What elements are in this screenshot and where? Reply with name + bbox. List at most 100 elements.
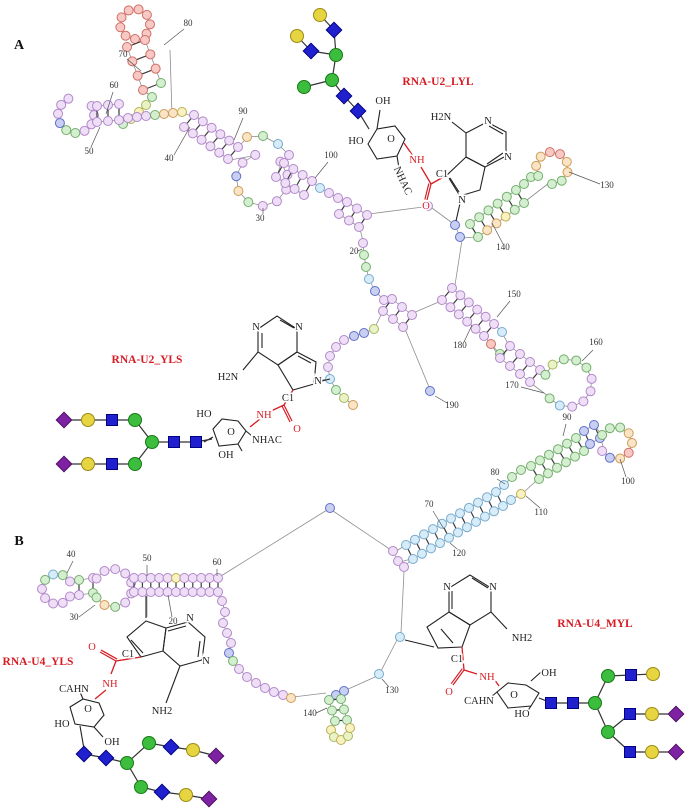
nucleotide-bead: [359, 250, 369, 260]
atom-label: C1: [451, 654, 463, 665]
connector-line: [345, 676, 376, 691]
nucleotide-bead: [498, 501, 508, 511]
residue-pointer-line: [381, 678, 390, 688]
nucleotide-bead: [479, 331, 489, 341]
nucleotide-bead: [54, 118, 65, 129]
nucleotide-bead: [597, 446, 608, 456]
double-bond: [450, 668, 463, 685]
nucleotide-bead: [53, 108, 64, 119]
connector-line: [380, 639, 398, 672]
nucleotide-bead: [141, 9, 152, 20]
nucleotide-bead: [425, 386, 435, 396]
nucleotide-bead: [120, 30, 131, 41]
nucleotide-bead: [141, 111, 151, 121]
nucleotide-bead: [57, 597, 68, 608]
monosaccharide-square: [190, 436, 202, 448]
nucleotide-bead: [40, 574, 51, 585]
nucleotide-bead: [273, 139, 283, 149]
glycan-U4-YLS: [75, 736, 225, 808]
nucleotide-bead: [499, 480, 509, 490]
nucleotide-bead: [543, 468, 553, 479]
ring-outline: [126, 620, 167, 658]
atom-label: HO: [514, 709, 530, 720]
atom-label: CAHN: [59, 684, 89, 695]
nucleotide-bead: [286, 693, 296, 703]
nucleotide-bead: [271, 172, 281, 182]
nucleotide-bead: [150, 110, 160, 120]
nucleotide-bead: [585, 439, 595, 449]
nucleotide-bead: [162, 573, 173, 583]
nucleotide-bead: [364, 274, 374, 284]
nucleotide-bead: [455, 232, 465, 242]
nucleotide-bead: [196, 134, 207, 145]
nucleotide-bead: [535, 455, 545, 466]
nucleotide-bead: [387, 294, 397, 304]
bond-line: [488, 125, 504, 135]
nucleotide-bead: [79, 125, 90, 136]
atom-label: CAHN: [464, 696, 494, 707]
ring-outline: [257, 315, 298, 366]
residue-number: 40: [67, 549, 77, 559]
nucleotide-bead: [114, 115, 124, 125]
monosaccharide-circle: [81, 457, 95, 471]
nucleotide-bead: [331, 342, 341, 352]
nucleotide-bead: [168, 108, 178, 118]
atom-label: N: [443, 582, 451, 593]
atom-label: N: [489, 582, 497, 593]
amide-bond-line: [420, 166, 432, 185]
nucleotide-bead: [64, 591, 75, 602]
nucleotide-bead: [507, 472, 517, 482]
bond-line: [526, 705, 532, 713]
nucleotide-bead: [398, 322, 408, 332]
monosaccharide-diamond: [75, 745, 93, 763]
nucleotide-bead: [196, 587, 207, 597]
nucleotide-bead: [231, 171, 242, 182]
monosaccharide-diamond: [335, 87, 353, 105]
ring-outline: [446, 156, 486, 197]
residue-number: 70: [425, 499, 435, 509]
monosaccharide-diamond: [302, 42, 320, 60]
atom-label: NH2: [512, 633, 532, 644]
residue-number: 180: [453, 340, 467, 350]
monosaccharide-circle: [297, 80, 311, 94]
monosaccharide-circle: [128, 457, 142, 471]
double-bond: [426, 183, 432, 201]
nucleotide-bead: [471, 516, 481, 527]
nucleotide-bead: [589, 420, 599, 430]
nucleotide-bead: [137, 573, 148, 583]
nucleotide-bead: [215, 129, 226, 140]
atom-label: OH: [375, 96, 391, 107]
bond-line: [165, 665, 181, 704]
atom-label: OH: [218, 450, 234, 461]
amide-bond-line: [110, 660, 117, 675]
monosaccharide-circle: [646, 667, 660, 681]
nucleotide-bead: [525, 357, 535, 367]
monosaccharide-square: [545, 697, 557, 709]
amide-bond-line: [461, 646, 465, 671]
bond-line: [490, 611, 508, 630]
nucleotide-bead: [222, 628, 232, 638]
rna-structure-B: [37, 420, 637, 745]
nucleotide-bead: [359, 328, 369, 338]
nucleotide-bead: [553, 444, 563, 455]
bond-line: [486, 152, 504, 165]
monosaccharide-circle: [179, 788, 193, 802]
amide-bond-line: [115, 656, 142, 662]
nucleotide-bead: [463, 297, 474, 308]
atom-label: HO: [348, 136, 364, 147]
nucleotide-bead: [57, 570, 68, 581]
residue-pointer-line: [491, 222, 504, 245]
residue-number: 110: [534, 507, 548, 517]
nucleotide-bead: [220, 607, 230, 617]
nucleotide-bead: [132, 70, 143, 81]
monosaccharide-diamond: [325, 21, 343, 39]
nucleotide-bead: [453, 527, 463, 538]
residue-number: 20: [169, 616, 179, 626]
nucleotide-bead: [132, 112, 142, 122]
nucleotide-bead: [558, 354, 569, 365]
monosaccharide-diamond: [349, 102, 367, 120]
nucleotide-bead: [361, 262, 371, 272]
bond-line: [530, 671, 542, 682]
